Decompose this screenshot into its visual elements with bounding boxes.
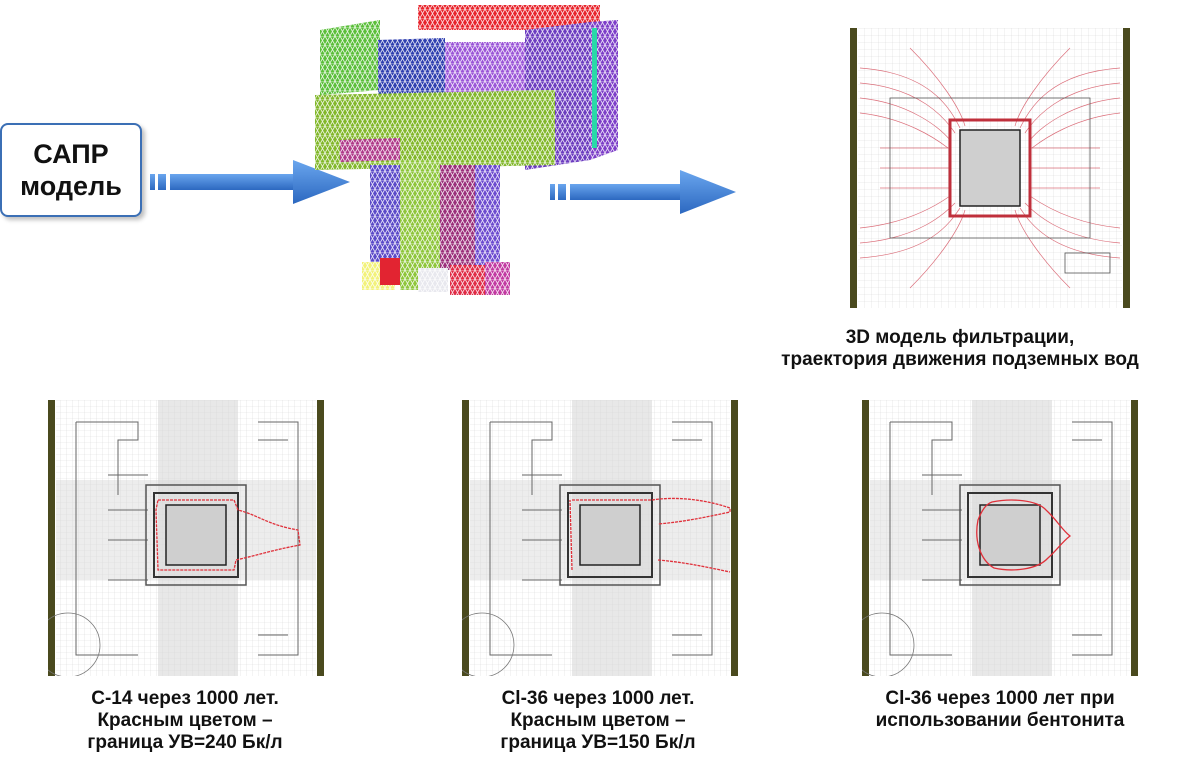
filtration-model-panel — [850, 28, 1130, 308]
caption-line: граница УВ=150 Бк/л — [500, 732, 696, 753]
cad-label-line1: САПР — [33, 139, 109, 169]
plume-panel-bentonite — [862, 400, 1138, 676]
plume-panel-c14 — [48, 400, 324, 676]
caption-line: Красным цветом – — [97, 710, 273, 731]
top-right-caption: 3D модель фильтрации, траектория движени… — [720, 327, 1200, 371]
panel-caption-bentonite: Cl-36 через 1000 лет при использовании б… — [840, 688, 1160, 732]
arrow-right-icon — [150, 160, 350, 204]
plume-boundary — [569, 497, 731, 573]
plume-boundary — [155, 499, 301, 571]
caption-line: Cl-36 через 1000 лет. — [501, 688, 695, 709]
caption-line: траектория движения подземных вод — [781, 349, 1139, 370]
cad-model-box: САПР модель — [0, 123, 142, 217]
caption-line: использовании бентонита — [875, 710, 1125, 731]
panel-caption-c14: С-14 через 1000 лет. Красным цветом – гр… — [35, 688, 335, 754]
caption-line: 3D модель фильтрации, — [845, 327, 1075, 348]
panel-caption-cl36: Cl-36 через 1000 лет. Красным цветом – г… — [448, 688, 748, 754]
caption-line: Cl-36 через 1000 лет при — [885, 688, 1115, 709]
arrow-right-icon — [550, 170, 736, 214]
plume-panel-cl36 — [462, 400, 738, 676]
caption-line: граница УВ=240 Бк/л — [87, 732, 283, 753]
plume-boundary — [976, 499, 1072, 571]
mesh-3d-model — [315, 5, 618, 295]
caption-line: Красным цветом – — [510, 710, 686, 731]
caption-line: С-14 через 1000 лет. — [91, 688, 279, 709]
cad-label-line2: модель — [20, 171, 122, 201]
